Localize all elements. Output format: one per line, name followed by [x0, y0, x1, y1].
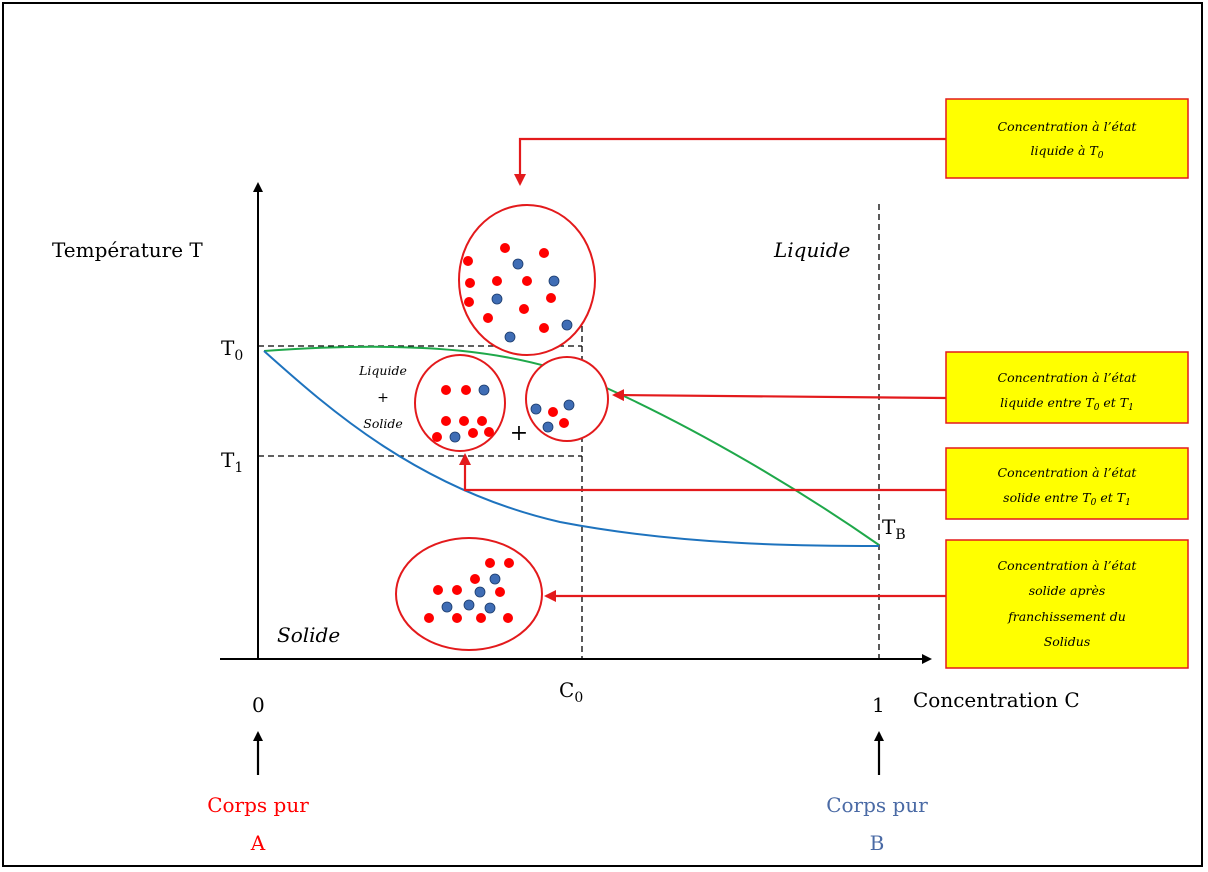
callout-solid-t0-t1: Concentration à l’état solide entre T0 e… — [945, 447, 1189, 520]
svg-text:Concentration à l’état: Concentration à l’état — [998, 370, 1138, 385]
solid-region-label: Solide — [277, 623, 340, 647]
pure-b-label-2: B — [870, 831, 885, 855]
atoms — [530, 399, 575, 433]
solid-t0-t1-circle — [414, 354, 506, 452]
pure-a-label-1: Corps pur — [207, 793, 309, 817]
svg-text:Solidus: Solidus — [1044, 634, 1091, 649]
tb-label: TB — [882, 515, 906, 543]
arrow-liquid-t0 — [514, 137, 946, 186]
callout-liquid-t0: Concentration à l’état liquide à T0 — [945, 98, 1189, 179]
x-tick-zero: 0 — [252, 693, 265, 717]
solidus-curve — [263, 350, 880, 547]
atoms — [424, 558, 514, 623]
liquid-region-label: Liquide — [773, 238, 850, 262]
mix-region-label-2: Solide — [363, 416, 402, 431]
callout-liquid-t0-t1: Concentration à l’état liquide entre T0 … — [945, 351, 1189, 424]
plus-between-circles: + — [510, 421, 528, 446]
x-axis-label: Concentration C — [913, 688, 1080, 712]
arrow-liquid-t0-t1 — [612, 389, 947, 402]
t1-label: T1 — [221, 448, 243, 476]
svg-text:solide après: solide après — [1029, 583, 1106, 598]
solid-after-solidus-circle — [395, 537, 543, 651]
mix-region-plus: + — [377, 390, 389, 406]
callout-solid-after-solidus: Concentration à l’état solide après fran… — [945, 539, 1189, 669]
svg-text:liquide entre T0 et T1: liquide entre T0 et T1 — [1000, 395, 1134, 413]
svg-text:Concentration à l’état: Concentration à l’état — [998, 465, 1138, 480]
y-axis-label: Température T — [52, 238, 203, 262]
liquid-t0-circle — [458, 204, 596, 356]
pure-b-label-1: Corps pur — [826, 793, 928, 817]
atoms — [463, 243, 573, 343]
c0-label: C0 — [559, 678, 583, 706]
svg-text:liquide à T0: liquide à T0 — [1031, 143, 1104, 161]
svg-text:solide entre T0 et T1: solide entre T0 et T1 — [1003, 490, 1131, 508]
svg-text:franchissement du: franchissement du — [1007, 609, 1126, 624]
atoms — [432, 384, 494, 443]
liquid-t0-t1-circle — [525, 356, 609, 442]
t0-label: T0 — [221, 336, 243, 364]
pure-a-label-2: A — [250, 831, 266, 855]
svg-text:Concentration à l’état: Concentration à l’état — [998, 119, 1138, 134]
x-tick-one: 1 — [872, 693, 885, 717]
svg-text:Concentration à l’état: Concentration à l’état — [998, 558, 1138, 573]
arrow-solid-t0-t1 — [459, 453, 946, 492]
mix-region-label-1: Liquide — [358, 363, 407, 378]
